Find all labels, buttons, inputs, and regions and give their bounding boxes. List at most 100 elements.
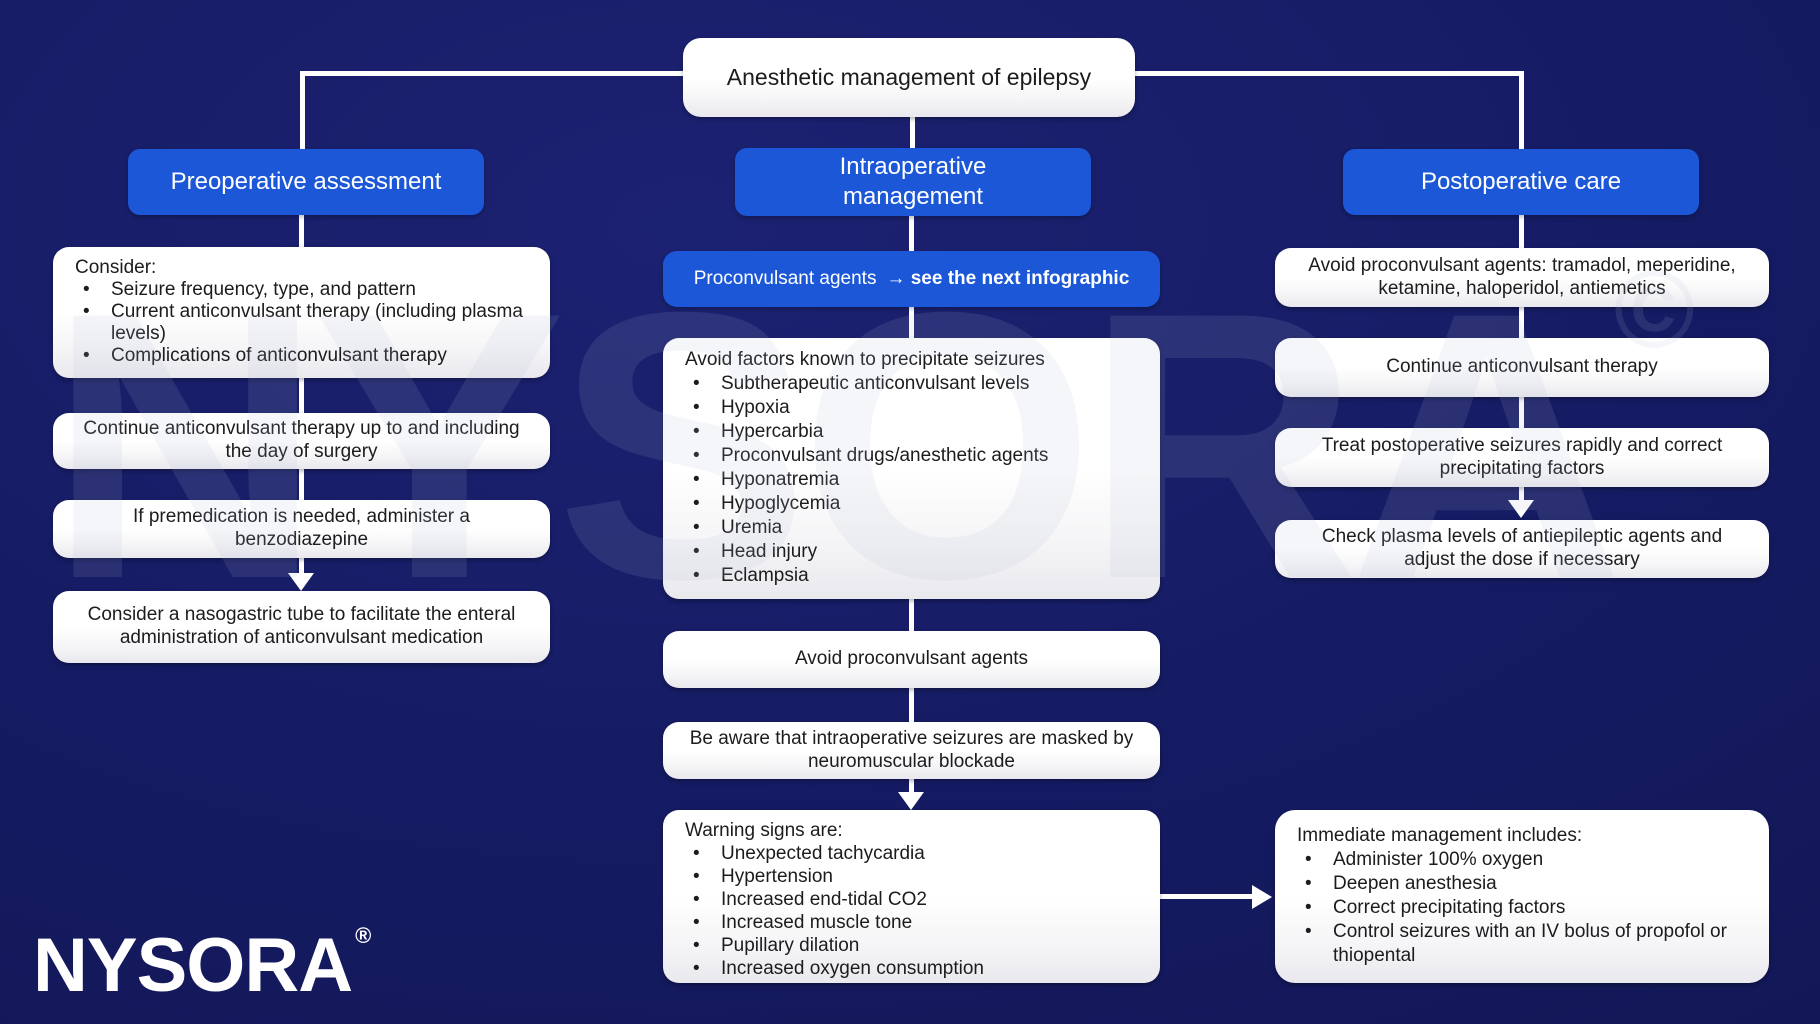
- connector-line: [299, 467, 304, 502]
- logo-text: NYSORA: [33, 923, 353, 1008]
- list-item: • Pupillary dilation: [685, 934, 1142, 957]
- flow-box-nasogastric-tube: Consider a nasogastric tube to facilitat…: [53, 591, 550, 663]
- bullet-icon: •: [693, 565, 700, 586]
- header-label: Intraoperative management: [839, 153, 987, 210]
- connector-line: [909, 305, 914, 340]
- box-text: Treat postoperative seizures rapidly and…: [1321, 434, 1723, 479]
- bullet-icon: •: [693, 935, 700, 956]
- list-item: • Eclampsia: [685, 564, 1142, 588]
- arrow-right-icon: [1252, 885, 1272, 909]
- connector-elbow-right: [1519, 71, 1524, 149]
- registered-trademark-icon: ®: [355, 923, 372, 948]
- box-text: Consider a nasogastric tube to facilitat…: [87, 604, 516, 648]
- box-text: Continue anticonvulsant therapy up to an…: [83, 418, 520, 462]
- list-item: • Subtherapeutic anticonvulsant levels: [685, 372, 1142, 396]
- bullet-icon: •: [693, 373, 700, 394]
- list-item: • Current anticonvulsant therapy (includ…: [75, 301, 532, 345]
- connector-line: [909, 777, 914, 795]
- header-label: Postoperative care: [1420, 168, 1622, 195]
- box-text: If premedication is needed, administer a…: [133, 506, 470, 550]
- header-preoperative-assessment: Preoperative assessment: [128, 149, 484, 215]
- connector-warning-to-management: [1160, 894, 1254, 899]
- header-intraoperative-management: Intraoperative management: [735, 148, 1091, 216]
- flow-box-immediate-management: Immediate management includes: • Adminis…: [1275, 810, 1769, 983]
- root-title-box: Anesthetic management of epilepsy: [683, 38, 1135, 117]
- flow-box-preop-consider: Consider: • Seizure frequency, type, and…: [53, 247, 550, 378]
- connector-line: [1519, 395, 1524, 430]
- connector-line: [299, 376, 304, 415]
- connector-title-left: [300, 71, 685, 76]
- list-item: • Increased oxygen consumption: [685, 957, 1142, 980]
- nysora-logo: NYSORA®: [33, 925, 371, 1004]
- bullet-icon: •: [693, 958, 700, 979]
- bullet-icon: •: [693, 866, 700, 887]
- connector-line: [1519, 305, 1524, 340]
- bullet-icon: •: [693, 469, 700, 490]
- connector-line: [299, 556, 304, 576]
- flow-box-treat-postop-seizures: Treat postoperative seizures rapidly and…: [1275, 428, 1769, 487]
- list-item: • Proconvulsant drugs/anesthetic agents: [685, 444, 1142, 468]
- list-item: • Increased muscle tone: [685, 911, 1142, 934]
- bullet-icon: •: [693, 912, 700, 933]
- list-item: • Unexpected tachycardia: [685, 842, 1142, 865]
- connector-elbow-left: [300, 71, 305, 149]
- bullet-icon: •: [693, 493, 700, 514]
- list-lead: Warning signs are:: [685, 820, 843, 841]
- bullet-icon: •: [83, 345, 90, 366]
- list-lead: Consider:: [75, 257, 157, 278]
- header-postoperative-care: Postoperative care: [1343, 149, 1699, 215]
- connector-title-middle: [910, 114, 915, 150]
- connector-line: [909, 597, 914, 633]
- box-text: Avoid proconvulsant agents: tramadol, me…: [1308, 254, 1736, 299]
- arrow-down-icon: [898, 792, 924, 810]
- box-text: Avoid proconvulsant agents: [794, 648, 1029, 670]
- list-lead: Avoid factors known to precipitate seizu…: [685, 349, 1045, 370]
- callout-proconvulsant-agents: Proconvulsant agents → see the next info…: [663, 251, 1160, 307]
- bullet-icon: •: [83, 301, 90, 322]
- callout-bold-text: → see the next infographic: [886, 268, 1130, 289]
- flow-box-warning-signs: Warning signs are: • Unexpected tachycar…: [663, 810, 1160, 983]
- list-item: • Control seizures with an IV bolus of p…: [1297, 920, 1751, 968]
- bullet-icon: •: [1305, 873, 1312, 894]
- bullet-icon: •: [1305, 849, 1312, 870]
- bullet-icon: •: [693, 517, 700, 538]
- list-item: • Hypertension: [685, 865, 1142, 888]
- list-item: • Hyponatremia: [685, 468, 1142, 492]
- list-item: • Head injury: [685, 540, 1142, 564]
- flow-box-continue-therapy-surgery: Continue anticonvulsant therapy up to an…: [53, 413, 550, 469]
- root-title-label: Anesthetic management of epilepsy: [726, 63, 1092, 90]
- bullet-icon: •: [1305, 897, 1312, 918]
- box-text: Be aware that intraoperative seizures ar…: [689, 727, 1134, 772]
- flow-box-avoid-proconvulsant: Avoid proconvulsant agents: [663, 631, 1160, 688]
- callout-plain-text: Proconvulsant agents: [693, 268, 877, 289]
- list-item: • Hypoglycemia: [685, 492, 1142, 516]
- list-item: • Deepen anesthesia: [1297, 872, 1751, 896]
- connector-line: [1519, 485, 1524, 503]
- connector-line: [299, 213, 304, 249]
- flow-box-premedication-benzodiazepine: If premedication is needed, administer a…: [53, 500, 550, 558]
- flow-box-seizures-masked: Be aware that intraoperative seizures ar…: [663, 722, 1160, 779]
- list-item: • Increased end-tidal CO2: [685, 888, 1142, 911]
- connector-line: [909, 686, 914, 724]
- header-label: Preoperative assessment: [170, 168, 442, 195]
- bullet-icon: •: [693, 445, 700, 466]
- list-item: • Correct precipitating factors: [1297, 896, 1751, 920]
- list-lead: Immediate management includes:: [1297, 825, 1583, 846]
- arrow-down-icon: [1508, 500, 1534, 518]
- list-item: • Uremia: [685, 516, 1142, 540]
- arrow-down-icon: [288, 573, 314, 591]
- flow-box-check-plasma-levels: Check plasma levels of antiepileptic age…: [1275, 520, 1769, 578]
- bullet-icon: •: [693, 889, 700, 910]
- bullet-icon: •: [693, 843, 700, 864]
- bullet-icon: •: [1305, 921, 1312, 942]
- connector-line: [909, 213, 914, 253]
- connector-title-right: [1133, 71, 1524, 76]
- flow-box-avoid-tramadol: Avoid proconvulsant agents: tramadol, me…: [1275, 248, 1769, 307]
- bullet-icon: •: [693, 421, 700, 442]
- list-item: • Administer 100% oxygen: [1297, 848, 1751, 872]
- bullet-icon: •: [83, 279, 90, 300]
- list-item: • Hypoxia: [685, 396, 1142, 420]
- list-item: • Seizure frequency, type, and pattern: [75, 279, 532, 301]
- box-text: Check plasma levels of antiepileptic age…: [1321, 526, 1723, 570]
- list-item: • Hypercarbia: [685, 420, 1142, 444]
